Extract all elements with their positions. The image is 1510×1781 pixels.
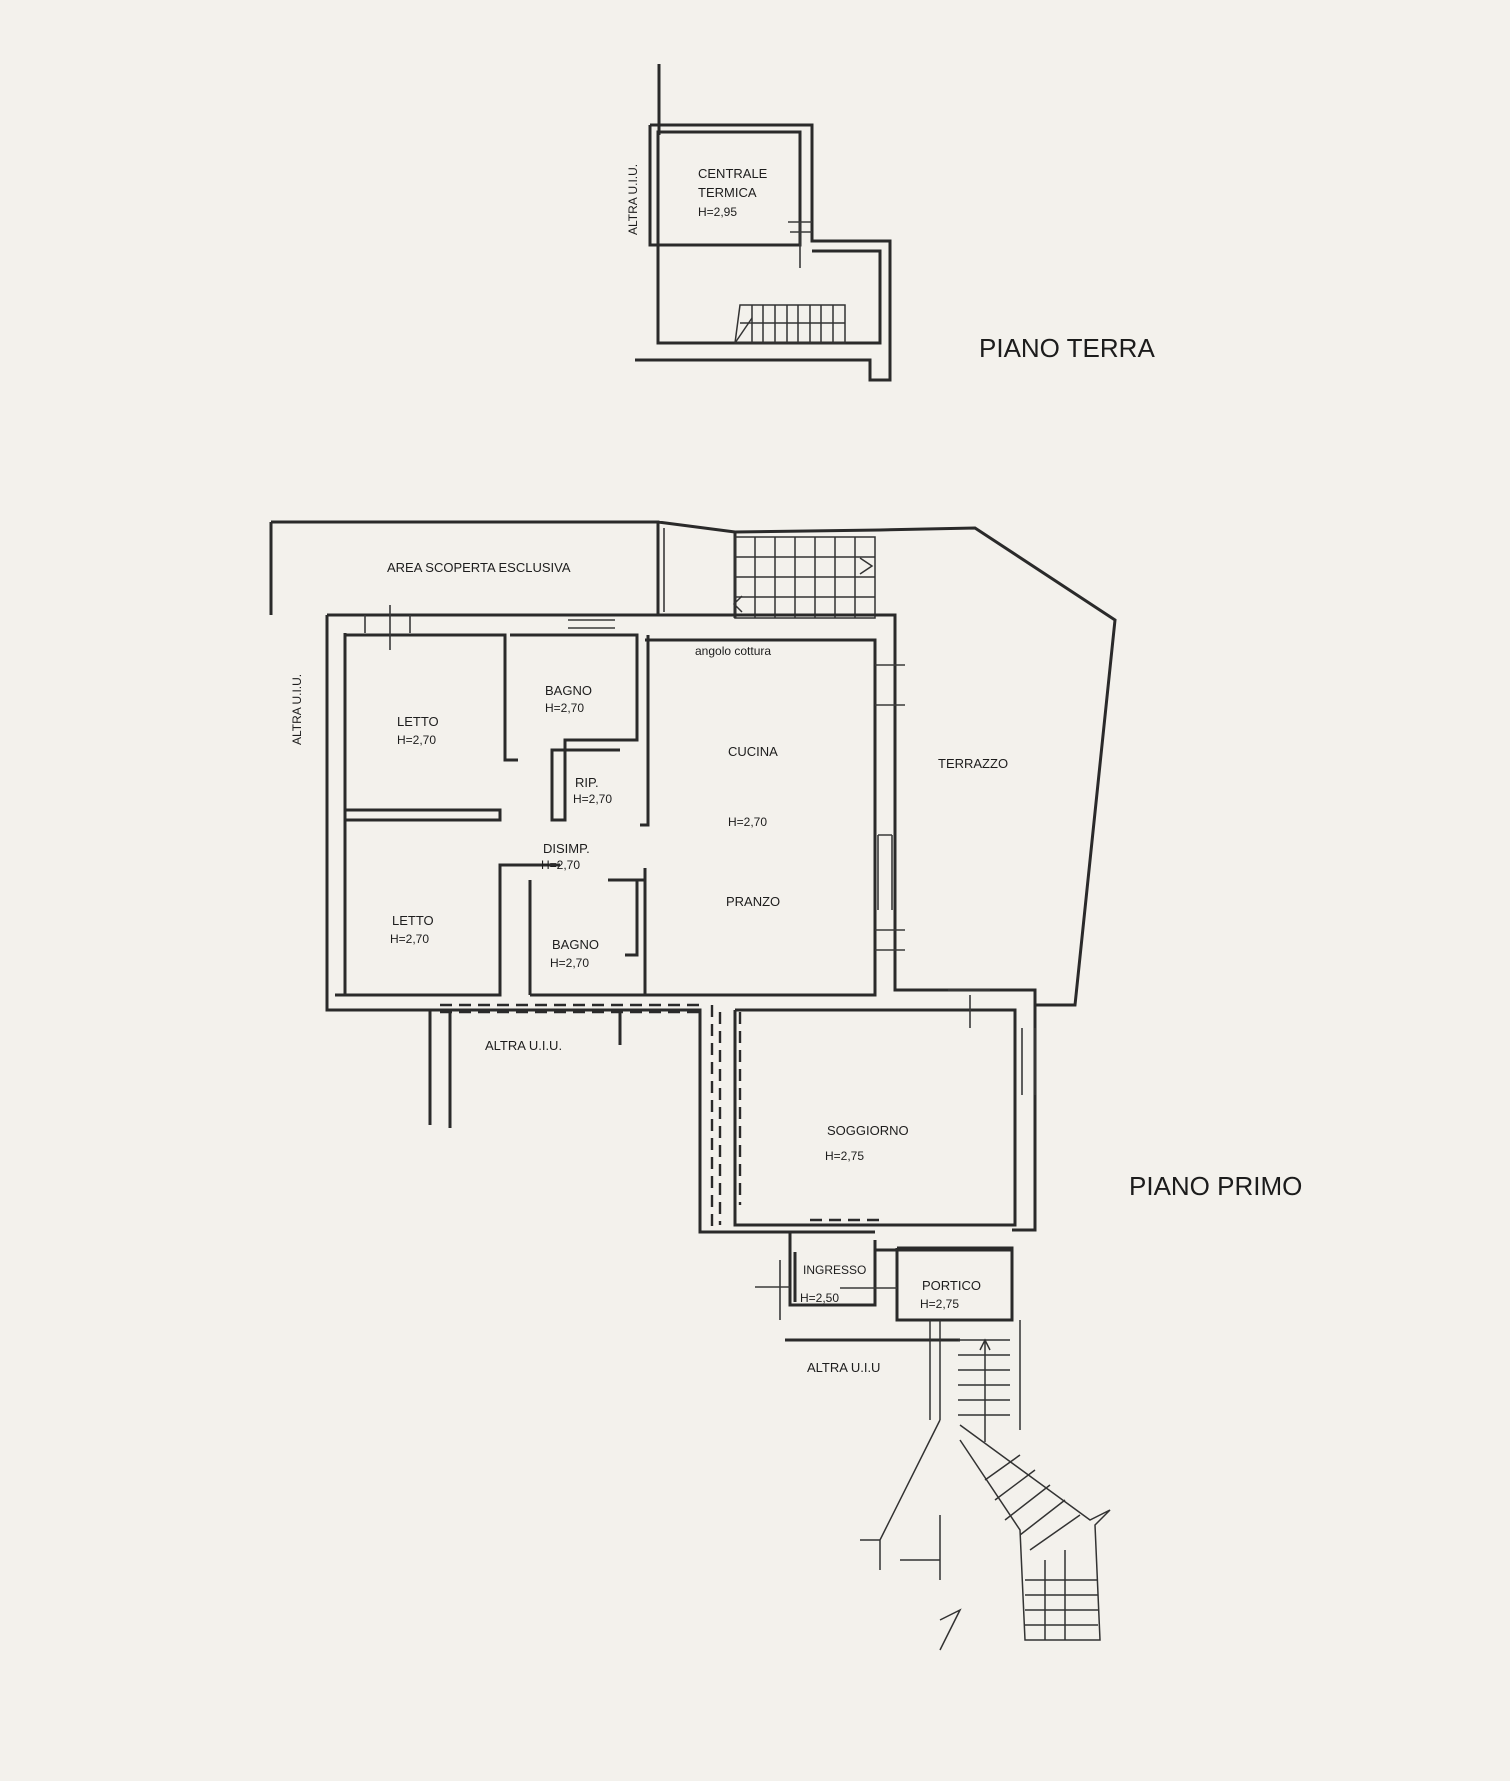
soggiorno-dashed bbox=[735, 993, 795, 1205]
ground-inner-wall bbox=[648, 125, 882, 345]
ingresso-door-marks bbox=[755, 1260, 897, 1320]
cucina-label: CUCINA bbox=[728, 744, 778, 759]
bagno1-label: BAGNO bbox=[545, 683, 592, 698]
disimp-height: H=2,70 bbox=[541, 858, 580, 872]
centrale-label-2: TERMICA bbox=[698, 185, 757, 200]
portico-label: PORTICO bbox=[922, 1278, 981, 1293]
ingresso-label: INGRESSO bbox=[803, 1263, 866, 1277]
letto2-wall bbox=[335, 880, 502, 997]
bagno2-label: BAGNO bbox=[552, 937, 599, 952]
corridor-dashed bbox=[440, 1003, 705, 1014]
ingresso-dashed bbox=[810, 1218, 880, 1234]
cucina-height: H=2,70 bbox=[728, 815, 767, 829]
soggiorno-windows bbox=[948, 989, 1036, 1095]
ground-outer-wall bbox=[635, 64, 892, 382]
piano-terra-title: PIANO TERRA bbox=[979, 333, 1155, 363]
portico-room bbox=[895, 1246, 1014, 1322]
angolo-cottura-label: angolo cottura bbox=[695, 644, 771, 658]
first-floor-plan: AREA SCOPERTA ESCLUSIVA ALTRA U.I.U. ang… bbox=[269, 520, 1302, 1651]
altra-uiu-bottom-label: ALTRA U.I.U bbox=[807, 1360, 880, 1375]
altra-uiu-left-label: ALTRA U.I.U. bbox=[290, 674, 304, 745]
rip-height: H=2,70 bbox=[573, 792, 612, 806]
window-letto1 bbox=[364, 605, 411, 650]
cucina-left-wall bbox=[640, 635, 650, 827]
bagno2-height: H=2,70 bbox=[550, 956, 589, 970]
window-bagno1 bbox=[568, 619, 615, 629]
letto2-height: H=2,70 bbox=[390, 932, 429, 946]
ground-floor-plan: CENTRALE TERMICA H=2,95 ALTRA U.I.U. PIA… bbox=[626, 64, 1155, 382]
letto1-height: H=2,70 bbox=[397, 733, 436, 747]
top-stairs bbox=[732, 536, 876, 619]
bagno2-wall bbox=[530, 878, 645, 997]
window-pranzo bbox=[875, 834, 905, 951]
ground-altra-uiu-label: ALTRA U.I.U. bbox=[626, 164, 640, 235]
corridor-vertical-dashed bbox=[710, 1005, 722, 1228]
terrazzo-label: TERRAZZO bbox=[938, 756, 1008, 771]
letto1-label: LETTO bbox=[397, 714, 439, 729]
bagno1-height: H=2,70 bbox=[545, 701, 584, 715]
pranzo-label: PRANZO bbox=[726, 894, 780, 909]
disimp-wall bbox=[498, 863, 560, 995]
cucina-room bbox=[643, 638, 877, 997]
first-outer-boundary bbox=[269, 520, 1117, 1007]
centrale-height: H=2,95 bbox=[698, 205, 737, 219]
bottom-stairs bbox=[860, 1320, 1111, 1651]
soggiorno-label: SOGGIORNO bbox=[827, 1123, 909, 1138]
altra-uiu-walls bbox=[428, 1010, 622, 1128]
window-cucina bbox=[875, 664, 905, 706]
letto2-label: LETTO bbox=[392, 913, 434, 928]
soggiorno-height: H=2,75 bbox=[825, 1149, 864, 1163]
bagno1-rip-wall bbox=[510, 633, 639, 822]
letto-divider-wall bbox=[345, 808, 502, 822]
ground-door-mark bbox=[788, 221, 812, 268]
letto1-wall bbox=[345, 633, 518, 762]
ground-stairs bbox=[734, 304, 846, 344]
area-scoperta-label: AREA SCOPERTA ESCLUSIVA bbox=[387, 560, 571, 575]
centrale-label-1: CENTRALE bbox=[698, 166, 768, 181]
piano-primo-title: PIANO PRIMO bbox=[1129, 1171, 1302, 1201]
portico-height: H=2,75 bbox=[920, 1297, 959, 1311]
disimp-label: DISIMP. bbox=[543, 841, 590, 856]
centrale-termica-room bbox=[656, 130, 802, 247]
soggiorno-room bbox=[733, 1008, 1017, 1227]
rip-label: RIP. bbox=[575, 775, 599, 790]
altra-uiu-mid-label: ALTRA U.I.U. bbox=[485, 1038, 562, 1053]
ingresso-height: H=2,50 bbox=[800, 1291, 839, 1305]
